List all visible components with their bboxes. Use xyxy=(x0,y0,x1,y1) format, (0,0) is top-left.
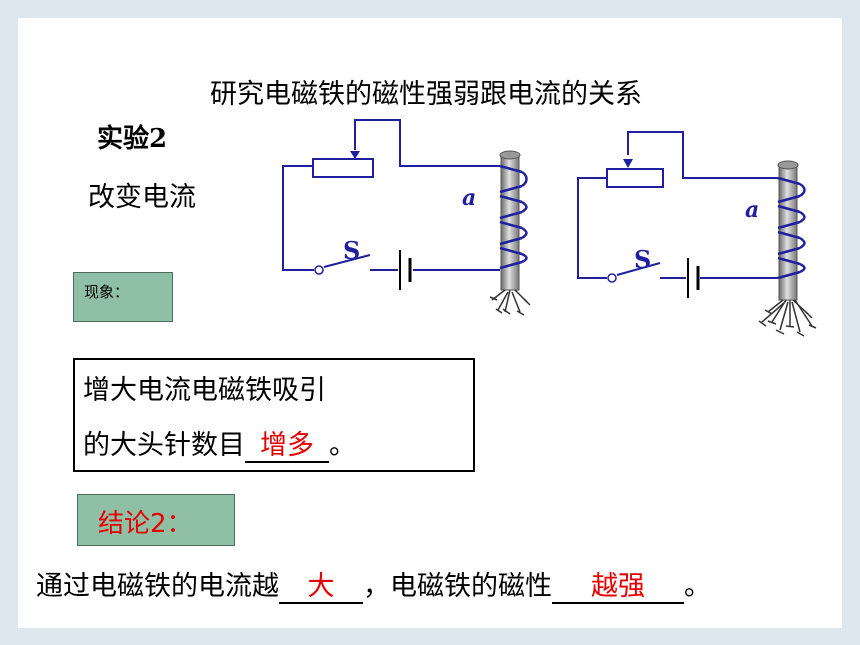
experiment-label-text: 实验2 xyxy=(97,124,168,154)
left-core-top xyxy=(499,150,521,160)
left-switch-label: S xyxy=(343,236,360,265)
right-slider-arrow xyxy=(623,159,633,168)
conclusion-label-box: 结论2： xyxy=(77,494,235,546)
left-circuit: a S xyxy=(282,119,531,316)
conclusion-sentence: 通过电磁铁的电流越大，电磁铁的磁性越强。 xyxy=(36,564,711,605)
right-switch-label: S xyxy=(634,245,651,274)
right-coil xyxy=(777,176,806,280)
conclusion-answer-2: 越强 xyxy=(552,571,684,605)
left-rheostat xyxy=(312,158,374,178)
left-coil xyxy=(499,164,528,270)
conclusion-suffix: 。 xyxy=(684,571,711,602)
experiment-label: 实验2 xyxy=(97,118,167,155)
conclusion-answer-1: 大 xyxy=(279,571,363,605)
right-switch-terminal xyxy=(607,273,617,283)
left-slider-arrow xyxy=(350,151,360,159)
phenomenon-box: 现象： xyxy=(73,272,173,322)
right-core-top xyxy=(777,160,799,170)
page-title: 研究电磁铁的磁性强弱跟电流的关系 xyxy=(210,79,642,110)
right-coil-label: a xyxy=(745,197,759,223)
left-pins xyxy=(489,289,531,316)
right-circuit: a S xyxy=(577,131,817,337)
result-box xyxy=(73,358,475,472)
result-line-2-prefix: 的大头针数目 xyxy=(83,430,245,461)
conclusion-prefix: 通过电磁铁的电流越 xyxy=(36,571,279,602)
result-line-2: 的大头针数目增多。 xyxy=(83,423,356,464)
result-line-1: 增大电流电磁铁吸引 xyxy=(83,375,326,406)
left-coil-label: a xyxy=(462,185,476,211)
experiment-subtitle: 改变电流 xyxy=(88,182,196,213)
left-switch-terminal xyxy=(314,265,324,275)
result-answer-blank: 增多 xyxy=(245,430,329,464)
conclusion-middle: ，电磁铁的磁性 xyxy=(363,571,552,602)
right-rheostat xyxy=(606,168,664,188)
result-line-2-suffix: 。 xyxy=(329,430,356,461)
right-pins xyxy=(758,299,817,337)
